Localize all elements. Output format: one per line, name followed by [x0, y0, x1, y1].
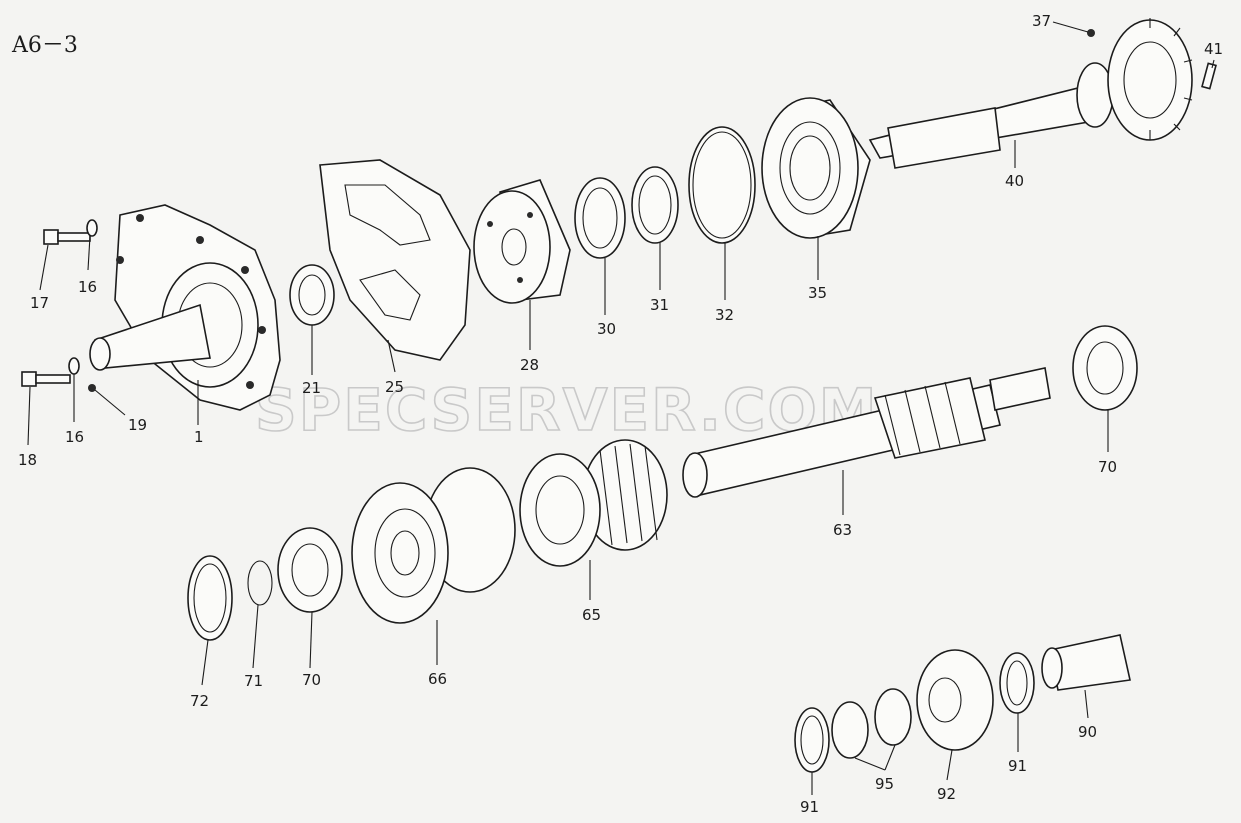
- part-37-ball: [1087, 29, 1095, 37]
- part-28-hub: [473, 179, 571, 304]
- part-18-bolt: [21, 371, 71, 387]
- part-16-washer-lower: [68, 357, 80, 375]
- label-16-upper: 16: [78, 278, 97, 296]
- part-31-ring: [631, 166, 679, 244]
- part-91-washer-left: [794, 707, 830, 773]
- part-65-gear: [519, 439, 668, 567]
- label-91-left: 91: [800, 798, 819, 816]
- label-25: 25: [385, 378, 404, 396]
- label-71: 71: [244, 672, 263, 690]
- label-21: 21: [302, 379, 321, 397]
- part-21-oil-seal: [289, 264, 335, 326]
- part-19-ball: [88, 384, 96, 392]
- part-66-gear: [351, 467, 516, 624]
- part-91-washer-right: [999, 652, 1035, 714]
- label-63: 63: [833, 521, 852, 539]
- label-17: 17: [30, 294, 49, 312]
- label-28: 28: [520, 356, 539, 374]
- part-labels: 37 41 40 35 32 31 30 28 25 21 17 16 18 1…: [18, 12, 1223, 816]
- label-70-left: 70: [302, 671, 321, 689]
- leader-lines: [27, 21, 1215, 795]
- part-30-ring: [574, 177, 626, 259]
- part-92-gear: [916, 649, 994, 751]
- label-18: 18: [18, 451, 37, 469]
- label-72: 72: [190, 692, 209, 710]
- label-65: 65: [582, 606, 601, 624]
- label-37: 37: [1032, 12, 1051, 30]
- part-40-input-shaft: [868, 18, 1193, 169]
- diagram-title: A6－3: [11, 33, 78, 58]
- part-16-washer-upper: [86, 219, 98, 237]
- label-92: 92: [937, 785, 956, 803]
- part-32-ring: [688, 126, 756, 244]
- label-66: 66: [428, 670, 447, 688]
- label-19: 19: [128, 416, 147, 434]
- label-70-right: 70: [1098, 458, 1117, 476]
- part-25-gasket: [319, 159, 471, 361]
- label-32: 32: [715, 306, 734, 324]
- label-30: 30: [597, 320, 616, 338]
- label-41: 41: [1204, 40, 1223, 58]
- label-16-lower: 16: [65, 428, 84, 446]
- watermark-text: SPECSERVER.COM: [255, 376, 878, 444]
- label-91-right: 91: [1008, 757, 1027, 775]
- label-35: 35: [808, 284, 827, 302]
- part-71-snap-ring: [247, 560, 273, 606]
- label-95: 95: [875, 775, 894, 793]
- part-70-bearing-right: [1072, 325, 1138, 411]
- part-90-sleeve: [1041, 634, 1131, 691]
- part-1-housing-cover: [89, 204, 281, 411]
- part-95-needle-bearings: [831, 688, 912, 759]
- label-31: 31: [650, 296, 669, 314]
- label-1: 1: [194, 428, 204, 446]
- part-72-washer: [187, 555, 233, 641]
- part-70-bearing-left: [277, 527, 343, 613]
- label-40: 40: [1005, 172, 1024, 190]
- label-90: 90: [1078, 723, 1097, 741]
- part-35-bearing: [761, 97, 871, 239]
- part-41-pin: [1201, 62, 1217, 90]
- part-17-bolt: [43, 229, 91, 245]
- part-63-countershaft: [682, 367, 1051, 498]
